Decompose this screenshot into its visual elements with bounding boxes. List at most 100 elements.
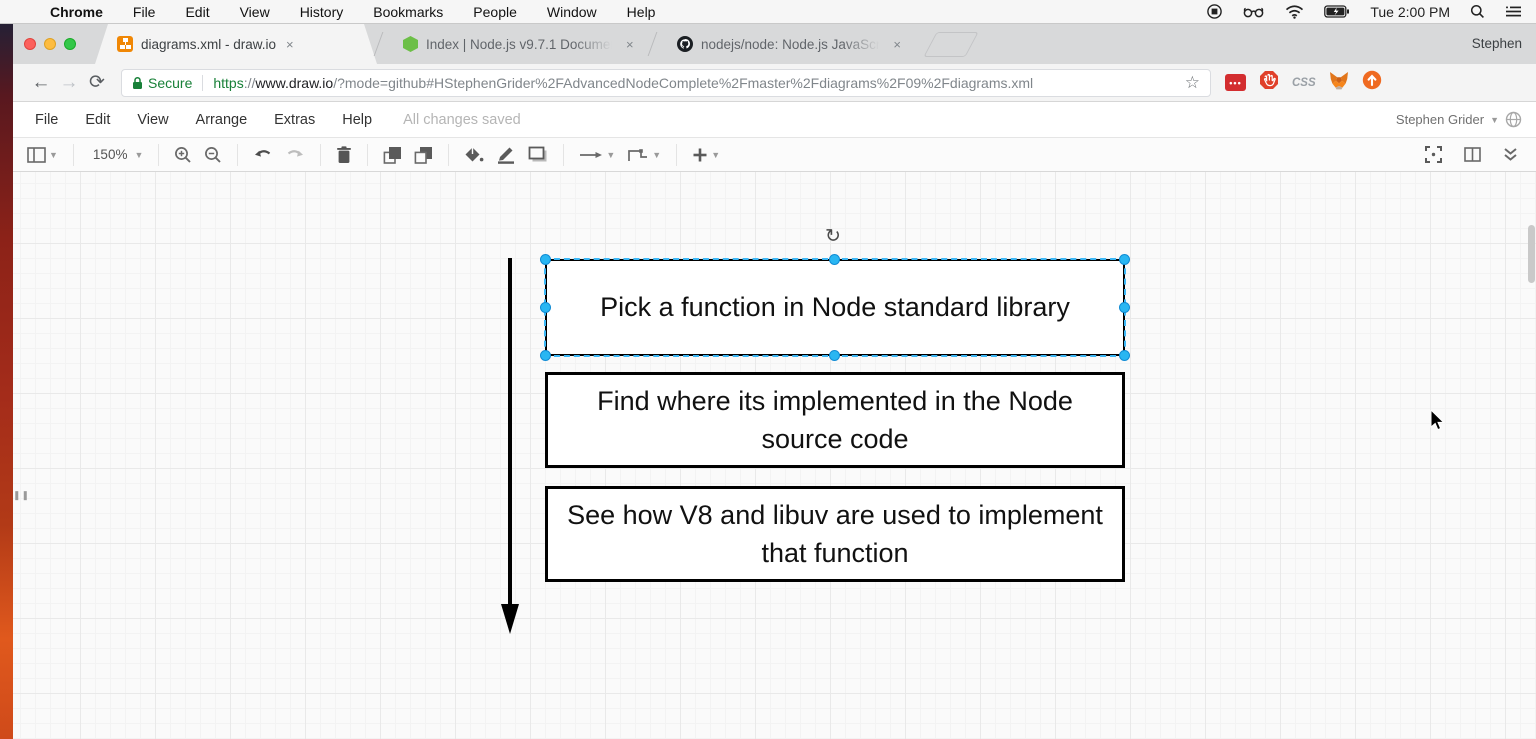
battery-charging-icon[interactable] xyxy=(1324,5,1350,18)
chevron-down-icon: ▼ xyxy=(134,149,144,160)
spotlight-icon[interactable] xyxy=(1470,4,1485,19)
bookmark-star-icon[interactable]: ☆ xyxy=(1184,72,1200,92)
share-icon[interactable] xyxy=(1362,70,1382,95)
save-status: All changes saved xyxy=(403,111,521,128)
lock-icon xyxy=(133,76,142,89)
mouse-cursor xyxy=(1430,410,1445,431)
drawio-menu-bar: File Edit View Arrange Extras Help All c… xyxy=(13,102,1536,138)
security-label: Secure xyxy=(148,74,193,91)
shadow-button[interactable] xyxy=(522,142,554,168)
chrome-profile-name[interactable]: Stephen xyxy=(1471,36,1522,51)
chevron-down-icon: ▼ xyxy=(606,149,616,160)
diagram-box-3[interactable]: See how V8 and libuv are used to impleme… xyxy=(545,486,1125,582)
resize-handle-s[interactable] xyxy=(829,350,840,361)
window-controls xyxy=(24,38,76,50)
macos-menu-history[interactable]: History xyxy=(299,3,344,20)
drawio-favicon xyxy=(117,36,133,52)
url-field[interactable]: Secure https://www.draw.io/?mode=github#… xyxy=(121,68,1211,97)
account-name[interactable]: Stephen Grider xyxy=(1395,112,1485,127)
minimize-window-button[interactable] xyxy=(44,38,56,50)
tab-close-icon[interactable]: × xyxy=(893,36,901,52)
delete-button[interactable] xyxy=(330,142,358,168)
macos-menu-people[interactable]: People xyxy=(473,3,517,20)
collapse-icon[interactable] xyxy=(1497,142,1524,168)
new-tab-button[interactable] xyxy=(923,32,979,57)
tab-title: Index | Node.js v9.7.1 Documen xyxy=(426,36,616,52)
globe-icon[interactable] xyxy=(1505,111,1522,128)
drawio-menu-edit[interactable]: Edit xyxy=(85,111,111,128)
resize-handle-w[interactable] xyxy=(540,301,551,313)
chrome-window: diagrams.xml - draw.io × Index | Node.js… xyxy=(13,24,1536,739)
to-front-button[interactable] xyxy=(377,142,408,168)
chevron-down-icon: ▼ xyxy=(711,149,721,160)
tab-drawio[interactable]: diagrams.xml - draw.io × xyxy=(95,24,377,64)
menu-app-name[interactable]: Chrome xyxy=(50,3,103,20)
glasses-icon[interactable] xyxy=(1243,5,1265,19)
lastpass-extension-icon[interactable]: ••• xyxy=(1225,74,1246,91)
rotate-handle-icon[interactable]: ↻ xyxy=(825,226,841,247)
metamask-icon[interactable] xyxy=(1329,71,1349,95)
tab-close-icon[interactable]: × xyxy=(286,36,294,52)
chevron-down-icon: ▼ xyxy=(652,149,662,160)
drawio-menu-extras[interactable]: Extras xyxy=(274,111,316,128)
macos-menu-view[interactable]: View xyxy=(239,3,270,20)
fullscreen-window-button[interactable] xyxy=(64,38,76,50)
to-back-button[interactable] xyxy=(408,142,439,168)
resize-handle-ne[interactable] xyxy=(1119,254,1130,265)
tab-nodejs-docs[interactable]: Index | Node.js v9.7.1 Documen × xyxy=(381,24,651,64)
account-caret-icon[interactable]: ▼ xyxy=(1490,114,1499,125)
macos-menu-edit[interactable]: Edit xyxy=(185,3,210,20)
diagram-box-2[interactable]: Find where its implemented in the Node s… xyxy=(545,372,1125,468)
macos-menu-window[interactable]: Window xyxy=(546,3,597,20)
vertical-scrollbar-thumb[interactable] xyxy=(1528,225,1535,283)
resize-handle-nw[interactable] xyxy=(540,254,551,265)
macos-menu-bookmarks[interactable]: Bookmarks xyxy=(373,3,444,20)
format-panel-icon[interactable] xyxy=(1458,142,1487,168)
wifi-icon[interactable] xyxy=(1285,4,1304,19)
panel-collapse-handle[interactable]: ❚❚ xyxy=(13,490,31,500)
resize-handle-e[interactable] xyxy=(1119,301,1130,313)
fill-color-button[interactable] xyxy=(458,142,490,168)
macos-menu-help[interactable]: Help xyxy=(626,3,656,20)
flow-arrow[interactable] xyxy=(498,252,528,642)
tab-close-icon[interactable]: × xyxy=(626,36,634,52)
undo-button[interactable] xyxy=(247,142,279,168)
css-extension-icon[interactable]: CSS xyxy=(1292,76,1316,89)
tab-title: nodejs/node: Node.js JavaScri xyxy=(701,36,884,52)
fullscreen-icon[interactable] xyxy=(1419,142,1448,168)
zoom-in-button[interactable] xyxy=(168,142,198,168)
drawio-menu-file[interactable]: File xyxy=(35,111,59,128)
line-color-button[interactable] xyxy=(490,142,522,168)
reload-button[interactable]: ⟳ xyxy=(89,72,105,93)
adblock-icon[interactable] xyxy=(1259,70,1279,95)
tab-github[interactable]: nodejs/node: Node.js JavaScri × xyxy=(655,24,925,64)
macos-menu-file[interactable]: File xyxy=(132,3,156,20)
resize-handle-n[interactable] xyxy=(829,254,840,265)
waypoints-button[interactable]: ▼ xyxy=(621,142,667,168)
connection-style-button[interactable]: ▼ xyxy=(573,142,621,168)
drawio-menu-arrange[interactable]: Arrange xyxy=(195,111,248,128)
close-window-button[interactable] xyxy=(24,38,36,50)
resize-handle-se[interactable] xyxy=(1119,350,1130,361)
drawio-menu-view[interactable]: View xyxy=(137,111,169,128)
drawio-menu-help[interactable]: Help xyxy=(342,111,373,128)
desktop-wallpaper-strip xyxy=(0,24,13,739)
notification-center-icon[interactable] xyxy=(1505,5,1522,18)
resize-handle-sw[interactable] xyxy=(540,350,551,361)
diagram-box-text: Find where its implemented in the Node s… xyxy=(597,385,1073,454)
diagram-box-1[interactable]: Pick a function in Node standard library xyxy=(540,254,1130,361)
tab-title: diagrams.xml - draw.io xyxy=(141,36,277,52)
chevron-down-icon: ▼ xyxy=(49,149,58,160)
zoom-out-button[interactable] xyxy=(198,142,228,168)
drawio-canvas[interactable]: ❚❚ ↻ Pick a function in Node standard li… xyxy=(13,172,1536,739)
back-button[interactable]: ← xyxy=(31,71,51,93)
diagram-box-text: Pick a function in Node standard library xyxy=(600,292,1070,323)
insert-button[interactable]: ▼ xyxy=(686,142,726,168)
forward-button[interactable]: → xyxy=(59,71,79,93)
drawio-toolbar: ▼ 150% ▼ xyxy=(13,138,1536,172)
menu-clock[interactable]: Tue 2:00 PM xyxy=(1370,3,1450,20)
zoom-level-dropdown[interactable]: 150% ▼ xyxy=(92,147,144,162)
redo-button[interactable] xyxy=(279,142,311,168)
page-view-button[interactable]: ▼ xyxy=(21,142,64,168)
screen-recording-icon[interactable] xyxy=(1206,3,1223,20)
